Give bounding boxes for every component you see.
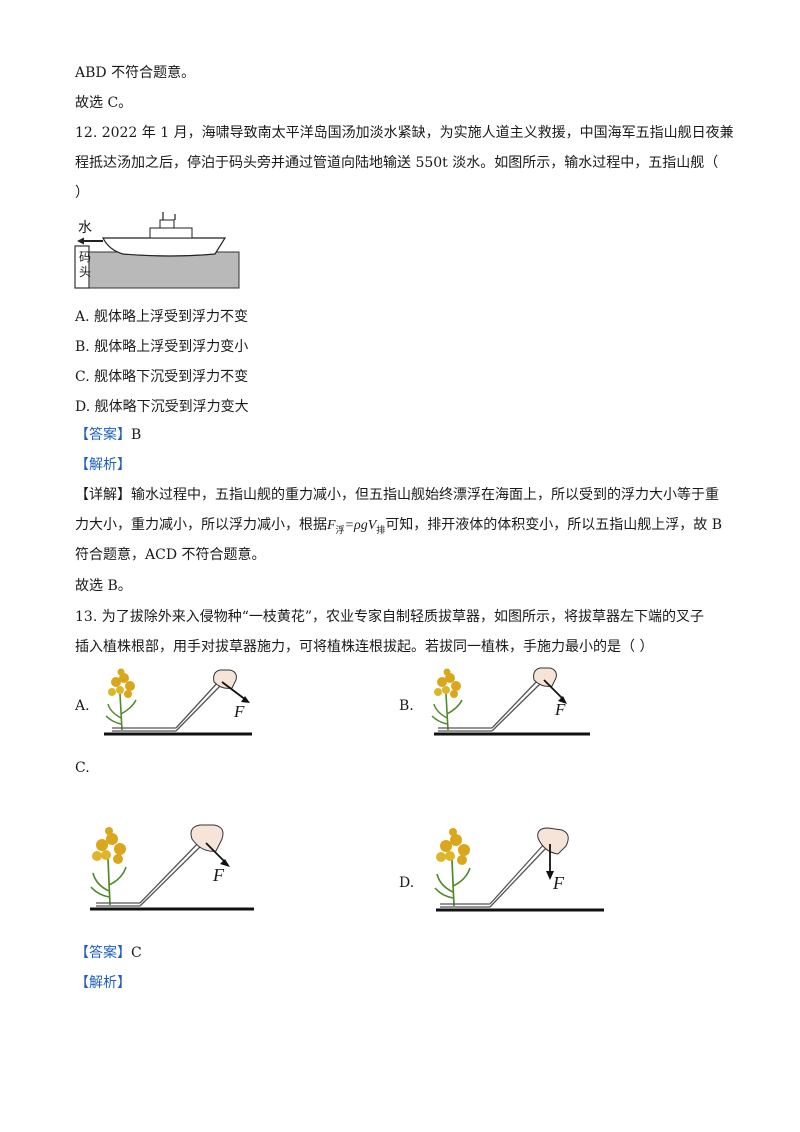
prev-conclusion: 故选 C。: [75, 95, 133, 111]
detail-text-2a: 力大小，重力减小，所以浮力减小，根据: [75, 517, 327, 533]
q12-stem-line1: 12. 2022 年 1 月，海啸导致南太平洋岛国汤加淡水紧缺，为实施人道主义救…: [75, 125, 734, 141]
answer-tag: 【答案】: [75, 427, 131, 443]
q13-option-c-label: C.: [75, 760, 90, 776]
q13-answer: 【答案】C: [75, 943, 142, 963]
q12-stem-line2: 程抵达汤加之后，停泊于码头旁并通过管道向陆地输送 550t 淡水。如图所示，输水…: [75, 155, 719, 171]
q12-option-b: B. 舰体略上浮受到浮力变小: [75, 339, 249, 355]
water-label: 水: [78, 220, 92, 236]
q13-option-d-label: D.: [399, 875, 415, 891]
q12-conclusion: 故选 B。: [75, 578, 132, 594]
formula-f: F: [327, 518, 336, 533]
weeder-figure-d: [434, 827, 604, 912]
force-label-b: F: [555, 700, 566, 719]
q13-option-b-label: B.: [399, 698, 414, 714]
answer-value: B: [131, 427, 142, 443]
prev-text-line: ABD 不符合题意。: [75, 65, 196, 81]
detail-text-1: 输水过程中，五指山舰的重力减小，但五指山舰始终漂浮在海面上，所以受到的浮力大小等…: [131, 487, 719, 503]
weeder-figure-a: [104, 668, 252, 736]
dock-label-2: 头: [79, 265, 92, 279]
q12-stem-line3: ）: [75, 185, 89, 201]
q12-option-c: C. 舰体略下沉受到浮力不变: [75, 369, 249, 385]
force-label-a: F: [234, 702, 245, 721]
q12-analysis-tag: 【解析】: [75, 457, 131, 473]
dock-label-1: 码: [79, 250, 92, 264]
q13-answer-tag: 【答案】: [75, 945, 131, 961]
force-label-d: F: [553, 873, 564, 893]
q13-analysis-tag: 【解析】: [75, 975, 131, 991]
q13-answer-value: C: [131, 945, 142, 961]
weeder-figure-c: [90, 824, 254, 911]
detail-tag: 【详解】: [75, 487, 131, 503]
force-label-c: F: [213, 865, 224, 885]
q13-stem-line2: 插入植株根部，用手对拔草器施力，可将植株连根拔起。若拔同一植株，手施力最小的是（…: [75, 639, 654, 655]
q13-stem-line1: 13. 为了拔除外来入侵物种“一枝黄花”，农业专家自制轻质拔草器，如图所示，将拔…: [75, 609, 705, 625]
q12-option-d: D. 舰体略下沉受到浮力变大: [75, 399, 249, 415]
q13-option-a-label: A.: [75, 698, 90, 714]
ship-figure: [74, 212, 240, 289]
detail-text-2b: 可知，排开液体的体积变小，所以五指山舰上浮，故 B: [385, 517, 723, 533]
formula-sub-displaced: 排: [376, 525, 386, 536]
formula-sub-float: 浮: [335, 525, 345, 536]
q12-detail-line2: 力大小，重力减小，所以浮力减小，根据F浮=ρgV排可知，排开液体的体积变小，所以…: [75, 515, 722, 541]
formula-mid: =ρgV: [344, 518, 377, 533]
q12-detail-line1: 【详解】输水过程中，五指山舰的重力减小，但五指山舰始终漂浮在海面上，所以受到的浮…: [75, 485, 719, 505]
q12-answer: 【答案】B: [75, 425, 141, 445]
q12-detail-line3: 符合题意，ACD 不符合题意。: [75, 547, 266, 563]
weeder-figure-b: [431, 667, 590, 736]
q12-option-a: A. 舰体略上浮受到浮力不变: [75, 309, 249, 325]
